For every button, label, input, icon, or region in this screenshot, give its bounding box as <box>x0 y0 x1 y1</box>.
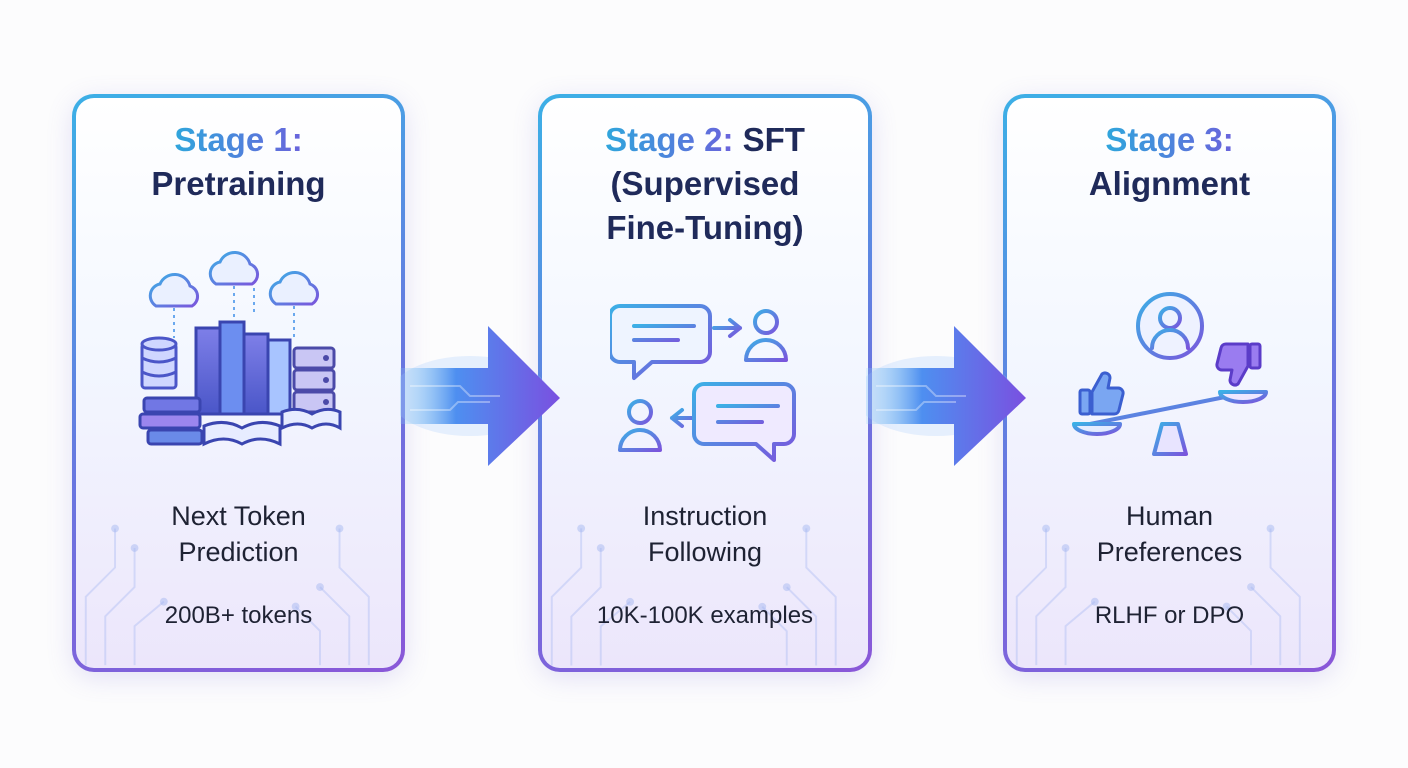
stage-1-metric: 200B+ tokens <box>164 602 313 629</box>
stage-1-description: Next Token Prediction <box>76 498 401 570</box>
stage-2-title-line-3: Fine-Tuning) <box>606 209 804 246</box>
stage-1-description-line-2: Prediction <box>178 537 299 567</box>
stage-1-description-line-1: Next Token <box>171 501 306 531</box>
stage-3-card: Stage 3: Alignment <box>1003 94 1336 672</box>
stage-2-description-line-1: Instruction <box>642 501 768 531</box>
stage-1-title: Stage 1: Pretraining <box>76 118 401 206</box>
stage-1-card: Stage 1: Pretraining <box>72 94 405 672</box>
stage-2-card: Stage 2: SFT (Supervised Fine-Tuning) In… <box>538 94 872 672</box>
stage-3-description: Human Preferences <box>1007 498 1332 570</box>
stage-1-name: Pretraining <box>151 165 326 202</box>
stage-2-name: SFT <box>742 121 805 158</box>
chat-conversation-icon <box>610 304 796 462</box>
stage-2-title: Stage 2: SFT (Supervised Fine-Tuning) <box>542 118 868 250</box>
stage-3-name: Alignment <box>1088 165 1251 202</box>
stage-2-title-line-2: (Supervised <box>610 165 800 202</box>
stage-1-label: Stage 1: <box>174 121 303 158</box>
stage-2-description-line-2: Following <box>647 537 763 567</box>
thumbs-up-icon <box>1078 371 1125 416</box>
stage-3-metric: RLHF or DPO <box>1094 602 1245 629</box>
stage-3-title: Stage 3: Alignment <box>1007 118 1332 206</box>
stage-2-label: Stage 2: <box>605 121 734 158</box>
stage-3-description-line-2: Preferences <box>1096 537 1243 567</box>
stage-3-label: Stage 3: <box>1105 121 1234 158</box>
thumbs-down-icon <box>1214 342 1261 387</box>
arrow-right-icon <box>866 326 1026 466</box>
stage-3-description-line-1: Human <box>1125 501 1214 531</box>
stage-2-description: Instruction Following <box>542 498 868 570</box>
books-and-data-servers-icon <box>138 251 341 447</box>
stage-2-metric: 10K-100K examples <box>596 602 814 629</box>
arrow-right-icon <box>400 326 560 466</box>
human-feedback-scale-icon <box>1071 292 1268 458</box>
